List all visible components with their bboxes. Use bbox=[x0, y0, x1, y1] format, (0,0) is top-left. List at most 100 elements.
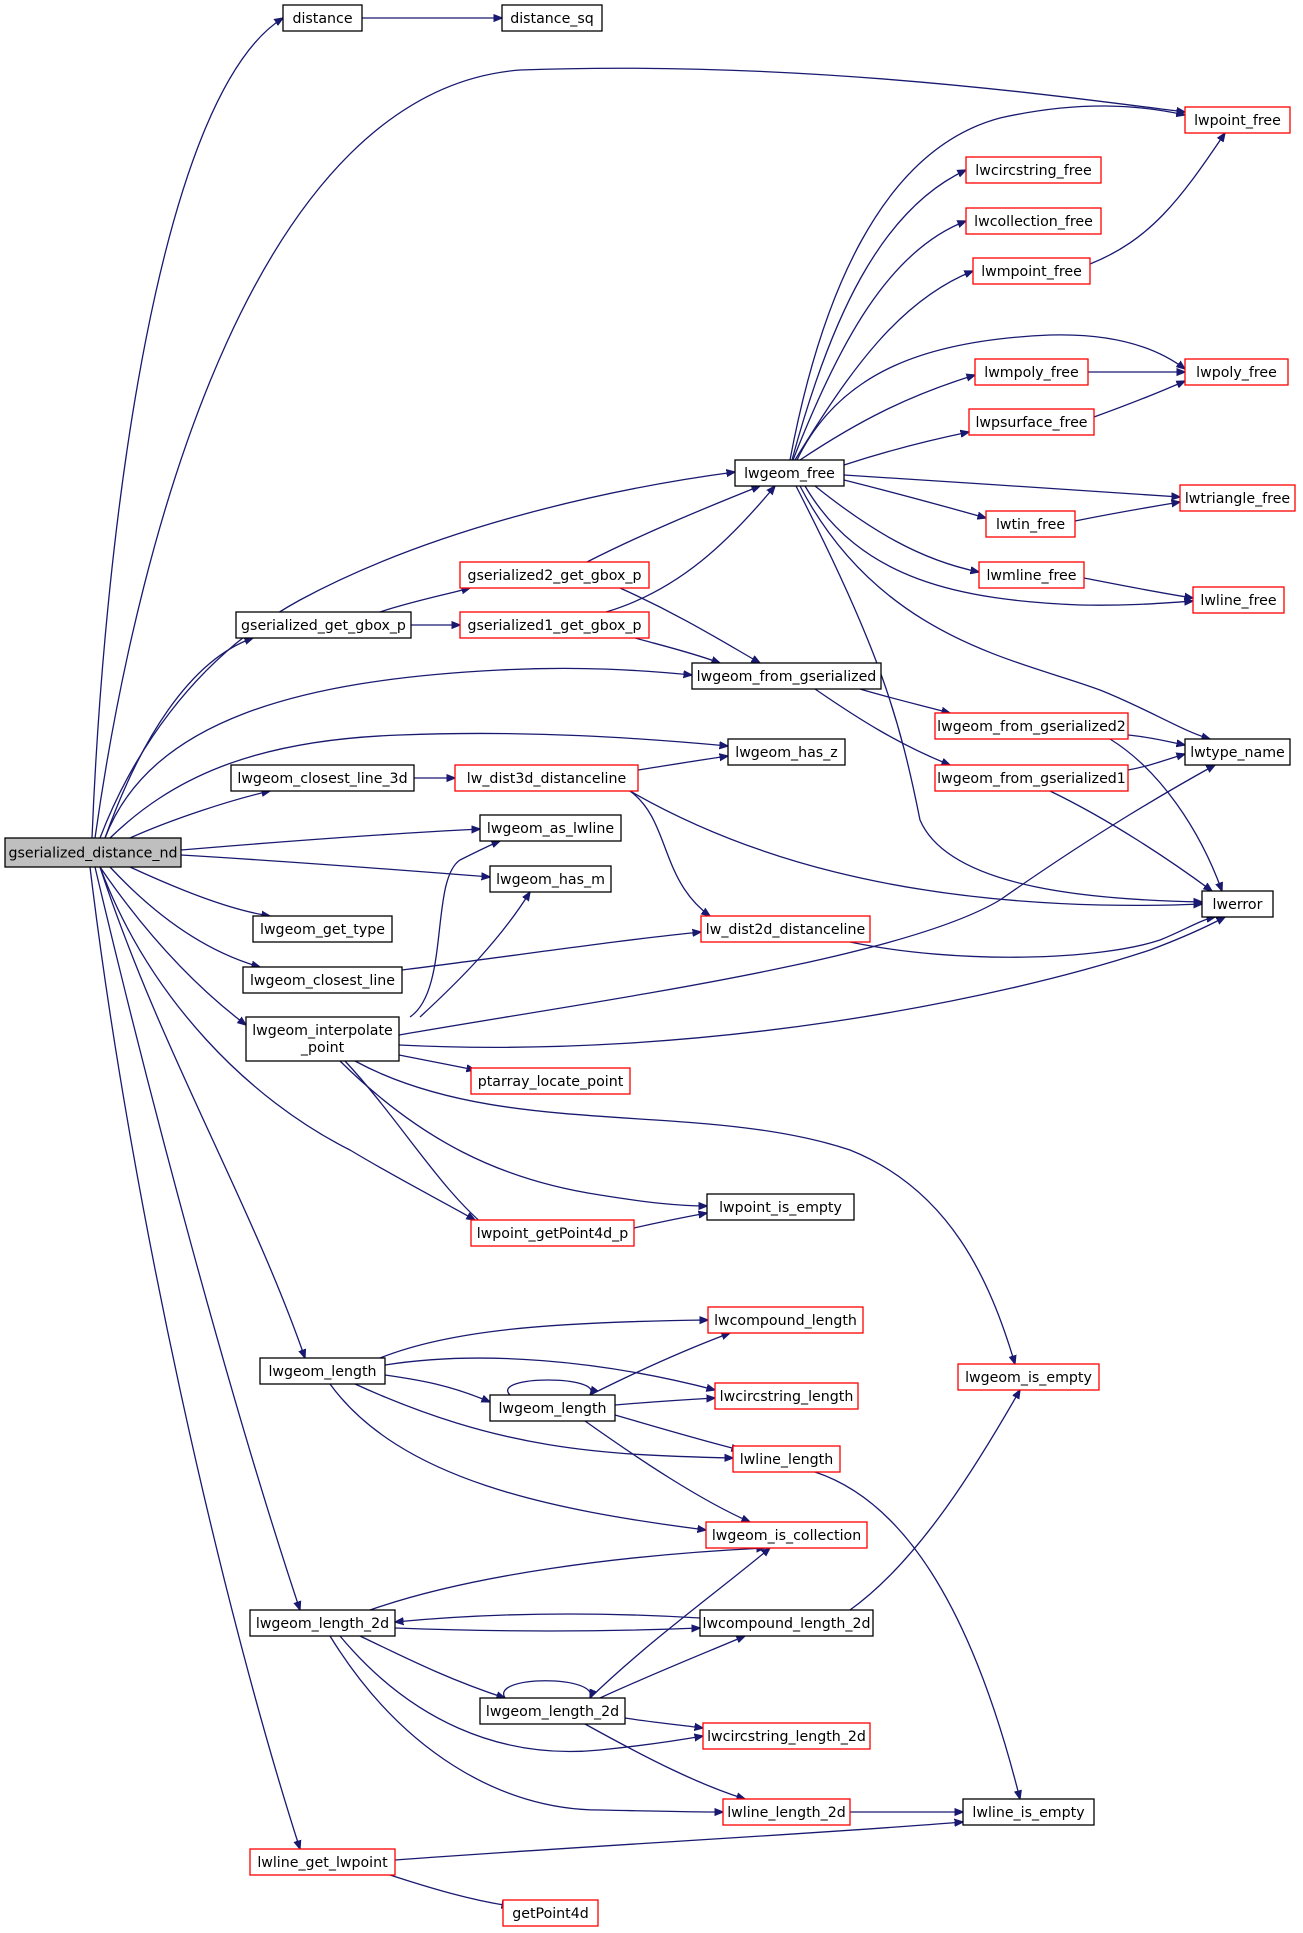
node-box[interactable] bbox=[707, 1306, 864, 1334]
node-box[interactable] bbox=[934, 712, 1129, 740]
node-box[interactable] bbox=[957, 1363, 1100, 1391]
node-box[interactable] bbox=[968, 408, 1095, 436]
node-lwgeom-closest-line-3d[interactable]: lwgeom_closest_line_3d bbox=[230, 764, 415, 792]
node-lwcompound-length-2d[interactable]: lwcompound_length_2d bbox=[699, 1609, 874, 1637]
node-lwpoint-getPoint4d-p[interactable]: lwpoint_getPoint4d_p bbox=[470, 1219, 635, 1247]
node-box[interactable] bbox=[974, 358, 1089, 386]
node-box[interactable] bbox=[4, 837, 182, 868]
node-lwgeom-interpolate-point[interactable]: lwgeom_interpolate_point bbox=[245, 1016, 400, 1062]
node-gserialized-get-gbox-p[interactable]: gserialized_get_gbox_p bbox=[235, 611, 412, 639]
node-box[interactable] bbox=[479, 814, 622, 842]
node-distance[interactable]: distance bbox=[282, 4, 363, 32]
node-box[interactable] bbox=[470, 1219, 635, 1247]
node-box[interactable] bbox=[282, 4, 363, 32]
node-gserialized1-get-gbox-p[interactable]: gserialized1_get_gbox_p bbox=[459, 611, 650, 639]
node-lwgeom-is-empty[interactable]: lwgeom_is_empty bbox=[957, 1363, 1100, 1391]
node-box[interactable] bbox=[978, 561, 1085, 589]
node-lw-dist2d-distanceline[interactable]: lw_dist2d_distanceline bbox=[700, 915, 871, 943]
node-box[interactable] bbox=[235, 611, 412, 639]
node-box[interactable] bbox=[1184, 106, 1291, 134]
node-lwpoint-free[interactable]: lwpoint_free bbox=[1184, 106, 1291, 134]
node-lwpsurface-free[interactable]: lwpsurface_free bbox=[968, 408, 1095, 436]
node-box[interactable] bbox=[459, 611, 650, 639]
node-lwgeom-has-z[interactable]: lwgeom_has_z bbox=[727, 738, 846, 766]
node-box[interactable] bbox=[242, 966, 403, 994]
node-box[interactable] bbox=[479, 1697, 626, 1725]
node-root[interactable]: gserialized_distance_nd bbox=[4, 837, 182, 868]
node-ptarray-locate-point[interactable]: ptarray_locate_point bbox=[470, 1067, 631, 1095]
node-lwcollection-free[interactable]: lwcollection_free bbox=[965, 207, 1102, 235]
node-box[interactable] bbox=[965, 156, 1102, 184]
node-lw-dist3d-distanceline[interactable]: lw_dist3d_distanceline bbox=[454, 764, 639, 792]
node-box[interactable] bbox=[965, 207, 1102, 235]
node-lwmline-free[interactable]: lwmline_free bbox=[978, 561, 1085, 589]
node-lwgeom-length-outer[interactable]: lwgeom_length bbox=[259, 1357, 386, 1385]
node-lwgeom-has-m[interactable]: lwgeom_has_m bbox=[489, 865, 612, 893]
node-lwgeom-from-gserialized1[interactable]: lwgeom_from_gserialized1 bbox=[934, 764, 1129, 792]
node-lwtriangle-free[interactable]: lwtriangle_free bbox=[1179, 484, 1296, 512]
node-box[interactable] bbox=[706, 1193, 855, 1221]
node-box[interactable] bbox=[722, 1798, 851, 1826]
node-lwline-get-lwpoint[interactable]: lwline_get_lwpoint bbox=[249, 1848, 396, 1876]
node-box[interactable] bbox=[249, 1609, 396, 1637]
node-lwmpoint-free[interactable]: lwmpoint_free bbox=[972, 257, 1091, 285]
node-box[interactable] bbox=[714, 1382, 859, 1410]
node-box[interactable] bbox=[1184, 358, 1289, 386]
node-lwgeom-length-inner[interactable]: lwgeom_length bbox=[489, 1394, 616, 1422]
node-box[interactable] bbox=[489, 865, 612, 893]
node-box[interactable] bbox=[1192, 586, 1285, 614]
node-box[interactable] bbox=[249, 1848, 396, 1876]
node-box[interactable] bbox=[1201, 890, 1274, 918]
node-box[interactable] bbox=[502, 1899, 599, 1927]
node-lwcircstring-length[interactable]: lwcircstring_length bbox=[714, 1382, 859, 1410]
node-box[interactable] bbox=[454, 764, 639, 792]
node-lwpoly-free[interactable]: lwpoly_free bbox=[1184, 358, 1289, 386]
node-getPoint4d[interactable]: getPoint4d bbox=[502, 1899, 599, 1927]
node-box[interactable] bbox=[734, 459, 845, 487]
node-lwgeom-as-lwline[interactable]: lwgeom_as_lwline bbox=[479, 814, 622, 842]
node-lwgeom-length-2d-inner[interactable]: lwgeom_length_2d bbox=[479, 1697, 626, 1725]
node-lwgeom-from-gserialized[interactable]: lwgeom_from_gserialized bbox=[691, 662, 882, 690]
node-box[interactable] bbox=[245, 1016, 400, 1062]
node-box[interactable] bbox=[962, 1798, 1095, 1826]
node-box[interactable] bbox=[459, 561, 650, 589]
node-lwgeom-get-type[interactable]: lwgeom_get_type bbox=[252, 915, 393, 943]
node-box[interactable] bbox=[732, 1445, 841, 1473]
node-lwgeom-free[interactable]: lwgeom_free bbox=[734, 459, 845, 487]
node-lwgeom-closest-line[interactable]: lwgeom_closest_line bbox=[242, 966, 403, 994]
node-box[interactable] bbox=[972, 257, 1091, 285]
node-lwcircstring-free[interactable]: lwcircstring_free bbox=[965, 156, 1102, 184]
node-box[interactable] bbox=[727, 738, 846, 766]
node-lwgeom-is-collection[interactable]: lwgeom_is_collection bbox=[705, 1521, 868, 1549]
node-box[interactable] bbox=[501, 4, 603, 32]
node-lwerror[interactable]: lwerror bbox=[1201, 890, 1274, 918]
node-box[interactable] bbox=[985, 510, 1076, 538]
node-box[interactable] bbox=[470, 1067, 631, 1095]
node-box[interactable] bbox=[705, 1521, 868, 1549]
node-box[interactable] bbox=[691, 662, 882, 690]
node-box[interactable] bbox=[230, 764, 415, 792]
node-lwline-length[interactable]: lwline_length bbox=[732, 1445, 841, 1473]
node-box[interactable] bbox=[489, 1394, 616, 1422]
node-box[interactable] bbox=[259, 1357, 386, 1385]
node-lwpoint-is-empty[interactable]: lwpoint_is_empty bbox=[706, 1193, 855, 1221]
node-lwline-is-empty[interactable]: lwline_is_empty bbox=[962, 1798, 1095, 1826]
node-lwline-length-2d[interactable]: lwline_length_2d bbox=[722, 1798, 851, 1826]
node-gserialized2-get-gbox-p[interactable]: gserialized2_get_gbox_p bbox=[459, 561, 650, 589]
node-box[interactable] bbox=[699, 1609, 874, 1637]
node-lwgeom-from-gserialized2[interactable]: lwgeom_from_gserialized2 bbox=[934, 712, 1129, 740]
node-box[interactable] bbox=[702, 1722, 871, 1750]
node-box[interactable] bbox=[1184, 738, 1291, 766]
node-lwcompound-length[interactable]: lwcompound_length bbox=[707, 1306, 864, 1334]
node-lwline-free[interactable]: lwline_free bbox=[1192, 586, 1285, 614]
node-lwtype-name[interactable]: lwtype_name bbox=[1184, 738, 1291, 766]
node-lwcircstring-length-2d[interactable]: lwcircstring_length_2d bbox=[702, 1722, 871, 1750]
node-box[interactable] bbox=[700, 915, 871, 943]
node-distance-sq[interactable]: distance_sq bbox=[501, 4, 603, 32]
node-lwmpoly-free[interactable]: lwmpoly_free bbox=[974, 358, 1089, 386]
node-box[interactable] bbox=[934, 764, 1129, 792]
node-box[interactable] bbox=[252, 915, 393, 943]
node-lwgeom-length-2d-outer[interactable]: lwgeom_length_2d bbox=[249, 1609, 396, 1637]
node-box[interactable] bbox=[1179, 484, 1296, 512]
node-lwtin-free[interactable]: lwtin_free bbox=[985, 510, 1076, 538]
